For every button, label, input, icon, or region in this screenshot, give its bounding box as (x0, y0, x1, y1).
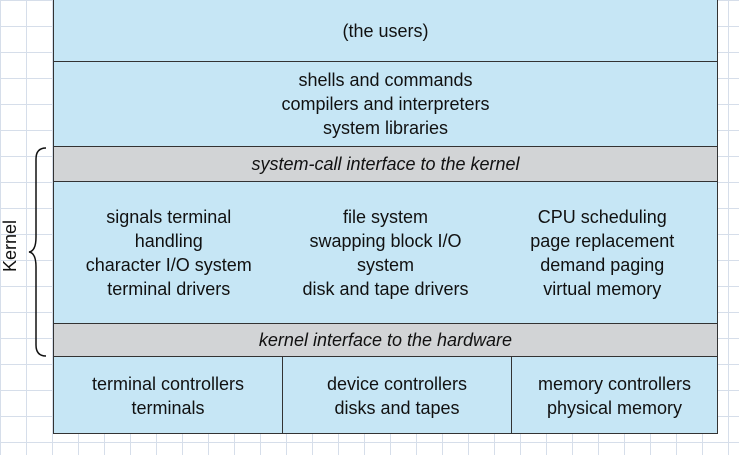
kernel-item: disk and tape drivers (302, 278, 469, 299)
users-label: (the users) (342, 20, 429, 41)
shells-layer: shells and commands compilers and interp… (54, 62, 717, 147)
kernel-label: Kernel (0, 219, 20, 272)
kernel-column-memory: CPU scheduling page replacement demand p… (496, 205, 710, 301)
kernel-item: terminal drivers (107, 278, 231, 299)
controllers-layer: terminal controllers terminals device co… (54, 357, 717, 434)
kernel-item: file system (342, 206, 429, 227)
controller-terminal: terminal controllers terminals (54, 357, 283, 434)
users-layer: (the users) (54, 0, 717, 62)
hardware-interface-layer: kernel interface to the hardware (54, 324, 717, 357)
hardware-interface-label: kernel interface to the hardware (258, 330, 513, 350)
kernel-item: character I/O system (85, 254, 252, 275)
kernel-brace (28, 147, 47, 357)
kernel-core-layer: signals terminal handling character I/O … (54, 182, 717, 324)
controller-item: terminals (131, 397, 205, 418)
syscall-interface-label: system-call interface to the kernel (251, 154, 520, 174)
kernel-column-filesystem: file system swapping block I/O system di… (279, 205, 493, 301)
kernel-item: signals terminal (106, 206, 232, 227)
controller-item: device controllers (326, 373, 468, 394)
kernel-item: system (356, 254, 414, 275)
controller-device: device controllers disks and tapes (283, 357, 512, 434)
controller-item: physical memory (546, 397, 683, 418)
unix-structure-diagram: (the users) shells and commands compiler… (53, 0, 718, 434)
kernel-column-terminal: signals terminal handling character I/O … (62, 205, 276, 301)
controller-item: terminal controllers (91, 373, 245, 394)
compilers-line: compilers and interpreters (281, 94, 490, 114)
kernel-item: virtual memory (543, 278, 662, 299)
kernel-item: handling (134, 230, 203, 251)
kernel-item: CPU scheduling (537, 206, 667, 227)
shells-line: shells and commands (298, 70, 473, 90)
syscall-interface-layer: system-call interface to the kernel (54, 147, 717, 182)
kernel-item: swapping block I/O (309, 230, 462, 251)
kernel-item: demand paging (540, 254, 665, 275)
controller-memory: memory controllers physical memory (512, 357, 717, 434)
kernel-item: page replacement (530, 230, 675, 251)
controller-item: disks and tapes (334, 397, 460, 418)
controller-item: memory controllers (537, 373, 692, 394)
libraries-line: system libraries (322, 118, 449, 138)
